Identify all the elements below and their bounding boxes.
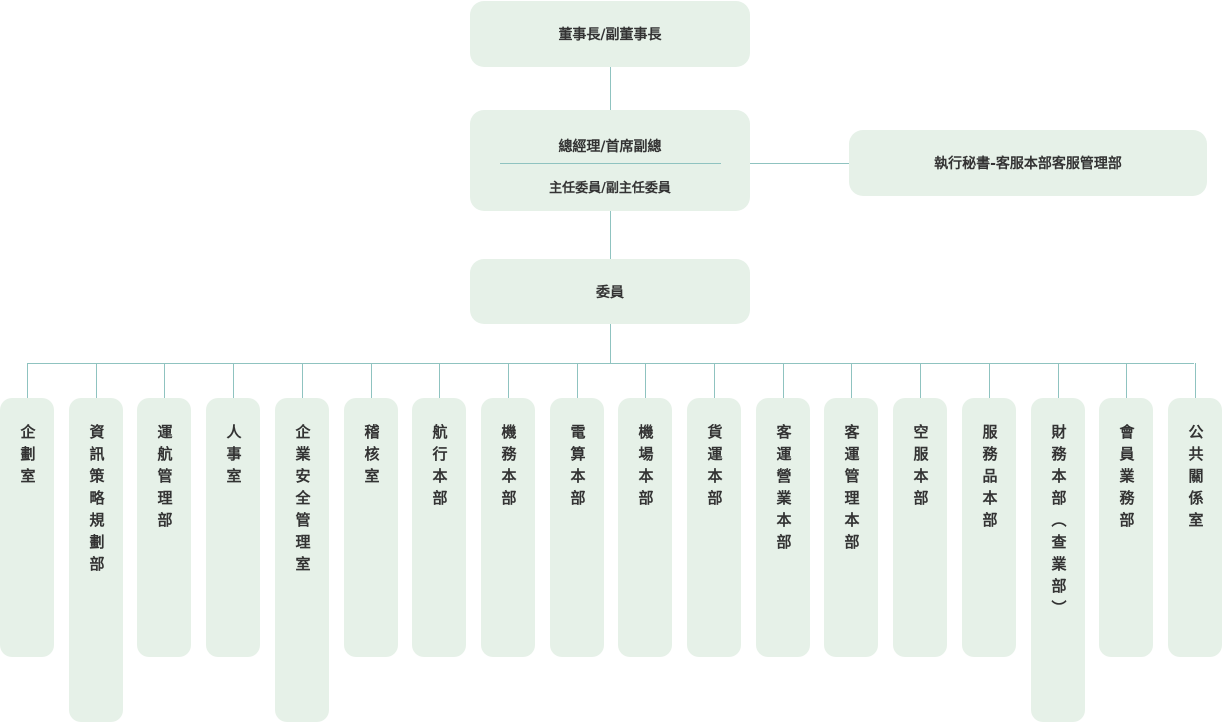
department-label: 企劃室 — [18, 424, 37, 490]
general-manager-title: 總經理/首席副總 — [558, 139, 662, 155]
department-label: 機場本部 — [636, 424, 655, 512]
secretary-label: 執行秘書-客服本部客服管理部 — [934, 156, 1122, 172]
general-manager-subtitle: 主任委員/副主任委員 — [549, 181, 671, 196]
department-label: 空服本部 — [911, 424, 930, 512]
department-box: 電算本部 — [550, 398, 604, 657]
department-label: 運航管理部 — [155, 424, 174, 534]
department-box: 服務品本部 — [962, 398, 1016, 657]
connector-committee-bus — [610, 324, 611, 363]
department-connector — [302, 363, 303, 398]
department-label: 會員業務部 — [1117, 424, 1136, 534]
department-label: 機務本部 — [499, 424, 518, 512]
department-box: 空服本部 — [893, 398, 947, 657]
department-label: 客運營業本部 — [774, 424, 793, 556]
department-box: 稽核室 — [344, 398, 398, 657]
connector-gm-secretary — [750, 163, 849, 164]
department-box: 航行本部 — [412, 398, 466, 657]
department-label: 客運管理本部 — [842, 424, 861, 556]
department-connector — [577, 363, 578, 398]
department-box: 機場本部 — [618, 398, 672, 657]
department-label: 電算本部 — [568, 424, 587, 512]
department-connector — [96, 363, 97, 398]
department-connector — [233, 363, 234, 398]
department-box: 運航管理部 — [137, 398, 191, 657]
department-connector — [645, 363, 646, 398]
department-connector — [989, 363, 990, 398]
committee-label: 委員 — [596, 284, 624, 301]
department-connector — [783, 363, 784, 398]
department-label: 航行本部 — [430, 424, 449, 512]
department-box: 資訊策略規劃部 — [69, 398, 123, 722]
department-label: 資訊策略規劃部 — [87, 424, 106, 578]
department-connector — [371, 363, 372, 398]
chairman-label: 董事長/副董事長 — [558, 27, 662, 43]
department-label: 公共關係室 — [1186, 424, 1205, 534]
committee-box: 委員 — [470, 259, 750, 324]
department-connector — [439, 363, 440, 398]
department-label: 企業安全管理室 — [293, 424, 312, 578]
department-connector — [164, 363, 165, 398]
department-connector — [1126, 363, 1127, 398]
department-bus-line — [27, 363, 1194, 364]
department-box: 貨運本部 — [687, 398, 741, 657]
department-connector — [1058, 363, 1059, 398]
department-box: 公共關係室 — [1168, 398, 1222, 657]
general-manager-box: 總經理/首席副總 主任委員/副主任委員 — [470, 110, 750, 211]
department-connector — [920, 363, 921, 398]
department-box: 客運管理本部 — [824, 398, 878, 657]
department-box: 企業安全管理室 — [275, 398, 329, 722]
department-label: 人事室 — [224, 424, 243, 490]
department-box: 會員業務部 — [1099, 398, 1153, 657]
department-connector — [851, 363, 852, 398]
secretary-box: 執行秘書-客服本部客服管理部 — [849, 130, 1207, 196]
connector-gm-committee — [610, 211, 611, 259]
department-box: 客運營業本部 — [756, 398, 810, 657]
department-label: 貨運本部 — [705, 424, 724, 512]
department-label: 財務本部（查業部） — [1049, 424, 1068, 622]
department-box: 人事室 — [206, 398, 260, 657]
department-connector — [1195, 363, 1196, 398]
chairman-box: 董事長/副董事長 — [470, 1, 750, 67]
department-label: 服務品本部 — [980, 424, 999, 534]
department-box: 財務本部（查業部） — [1031, 398, 1085, 722]
department-box: 企劃室 — [0, 398, 54, 657]
department-connector — [714, 363, 715, 398]
general-manager-divider — [500, 163, 721, 164]
department-box: 機務本部 — [481, 398, 535, 657]
department-label: 稽核室 — [362, 424, 381, 490]
connector-chairman-gm — [610, 67, 611, 110]
department-connector — [27, 363, 28, 398]
department-connector — [508, 363, 509, 398]
